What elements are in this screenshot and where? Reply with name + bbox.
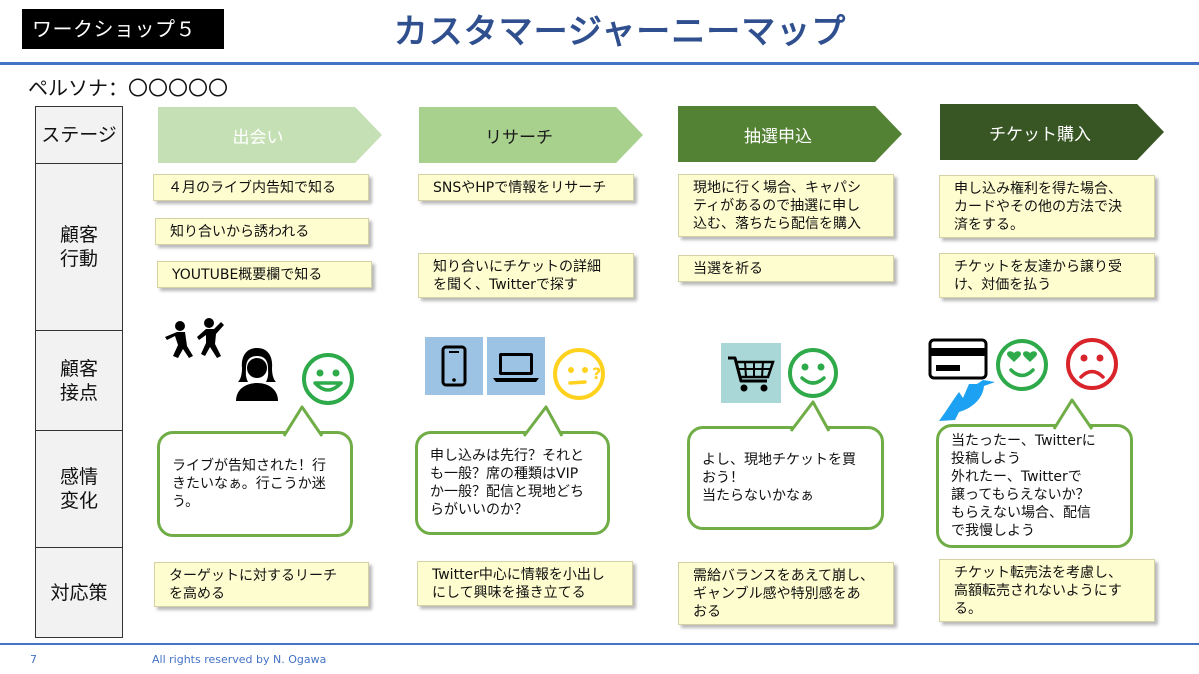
emotion-speech-bubble: 申し込みは先行？それと も一般？席の種類はVIP か一般？配信と現地どち らがい… [415, 431, 610, 535]
sticky-note-action: ４月のライブ内告知で知る [153, 174, 369, 201]
copyright-notice: All rights reserved by N. Ogawa [152, 653, 327, 666]
emotion-speech-bubble: 当たったー、Twitterに 投稿しよう 外れたー、Twitterで 譲ってもら… [936, 424, 1133, 548]
sticky-note-action: YOUTUBE概要欄で知る [157, 261, 372, 288]
page-title: カスタマージャーニーマップ [393, 12, 847, 52]
row-label-countermeasure: 対応策 [35, 547, 123, 638]
footer-divider [0, 643, 1199, 645]
sticky-note-action: 知り合いから誘われる [155, 218, 369, 245]
row-label-emotion: 感情 変化 [35, 430, 123, 547]
sticky-note-countermeasure: チケット転売法を考慮し、 高額転売されないようにす る。 [939, 559, 1155, 622]
stage-arrow-lottery: 抽選申込 [678, 106, 902, 162]
speech-bubble-tail [1052, 398, 1094, 430]
bird-icon [939, 380, 995, 421]
stage-arrow-purchase: チケット購入 [940, 104, 1164, 160]
emotion-speech-bubble: ライブが告知された！行 きたいなぁ。行こうか迷 う。 [157, 431, 353, 537]
speech-bubble-tail [522, 405, 564, 437]
shopping-cart-icon [721, 343, 781, 403]
sticky-note-countermeasure: 需給バランスをあえて崩し、 ギャンブル感や特別感をあ おる [678, 562, 894, 625]
sticky-note-countermeasure: Twitter中心に情報を小出し にして興味を掻き立てる [417, 561, 633, 606]
sticky-note-action: チケットを友達から譲り受 け、対価を払う [939, 253, 1155, 298]
emotion-speech-bubble: よし、現地チケットを買 おう！ 当たらないかなぁ [687, 426, 884, 530]
persona-label: ペルソナ：〇〇〇〇〇 [28, 76, 228, 100]
speech-bubble-tail [789, 400, 831, 432]
sticky-note-countermeasure: ターゲットに対するリーチ を高める [154, 562, 369, 607]
row-label-action: 顧客 行動 [35, 163, 123, 330]
smiling-face-icon [788, 348, 838, 398]
thinking-face-icon: ? [553, 348, 605, 400]
dancing-people-icon [165, 318, 224, 358]
stage-arrow-encounter: 出会い [158, 107, 382, 163]
header-divider [0, 62, 1199, 65]
page-number: 7 [30, 653, 37, 666]
woman-user-icon [236, 348, 278, 401]
smiling-face-icon [302, 353, 354, 405]
heart-eyes-face-icon [996, 339, 1048, 391]
sticky-note-action: 現地に行く場合、キャパシ ティがあるので抽選に申し 込む、落ちたら配信を購入 [678, 174, 894, 237]
row-label-stage: ステージ [35, 106, 123, 163]
svg-text:?: ? [592, 364, 601, 383]
credit-card-icon [928, 338, 988, 380]
sticky-note-action: 当選を祈る [678, 255, 894, 282]
sticky-note-action: SNSやHPで情報をリサーチ [418, 174, 634, 201]
sticky-note-action: 申し込み権利を得た場合、 カードやその他の方法で決 済をする。 [939, 175, 1155, 238]
row-label-touchpoint: 顧客 接点 [35, 330, 123, 430]
laptop-icon [487, 337, 545, 395]
sad-face-icon [1066, 338, 1118, 390]
workshop-badge: ワークショップ５ [22, 9, 224, 49]
sticky-note-action: 知り合いにチケットの詳細 を聞く、Twitterで探す [418, 253, 634, 298]
stage-arrow-research: リサーチ [419, 107, 643, 163]
smartphone-icon [425, 337, 483, 395]
speech-bubble-tail [282, 405, 324, 437]
